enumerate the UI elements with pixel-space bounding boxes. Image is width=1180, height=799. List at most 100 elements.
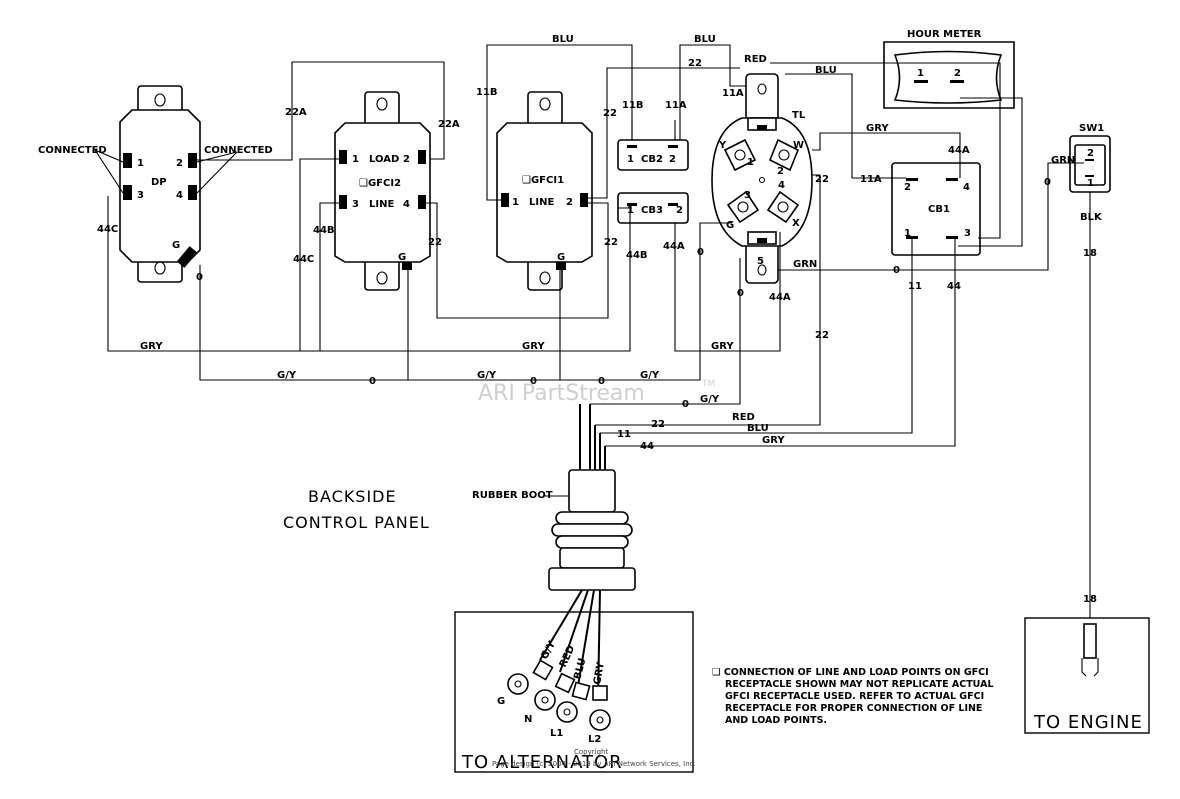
- wire-color-red-harness: RED: [732, 412, 755, 423]
- wire-color-gry-cb1: GRY: [866, 123, 889, 134]
- wire-label-22-top: 22: [688, 58, 702, 69]
- hour-meter-pin-2: 2: [954, 68, 961, 79]
- wire-label-44b-cb3: 44B: [626, 250, 648, 261]
- gfci2-pin-3: 3: [352, 199, 359, 210]
- wire-label-22-mid: 22: [815, 330, 829, 341]
- tl-pin-x: X: [792, 218, 800, 229]
- tl-pin-w: W: [793, 140, 804, 151]
- wire-label-44a-cb1: 44A: [948, 145, 970, 156]
- wire-label-11b-left: 11B: [476, 87, 498, 98]
- connected-left-label: CONNECTED: [38, 145, 107, 156]
- wire-label-44-harness: 44: [640, 441, 654, 452]
- wire-label-22-tl: 22: [815, 174, 829, 185]
- tl-pin-5: 5: [757, 256, 764, 267]
- gfci1-label: ❑GFCI1: [522, 175, 564, 186]
- alt-wire-gy: G/Y: [539, 639, 558, 662]
- cb2-label: CB2: [641, 154, 663, 165]
- wire-label-0-gy-3: 0: [598, 376, 605, 387]
- note-line-1: ❑ CONNECTION OF LINE AND LOAD POINTS ON …: [712, 667, 989, 678]
- wire-label-22-harness: 22: [651, 419, 665, 430]
- alt-lead-g: G: [497, 696, 505, 707]
- gfci1-receptacle: [496, 91, 593, 291]
- wire-label-11-harness: 11: [617, 429, 631, 440]
- connected-right-label: CONNECTED: [204, 145, 273, 156]
- rubber-boot-label: RUBBER BOOT: [472, 490, 553, 501]
- copyright-line-2: Page design (c) 2004 - 2019 by ARI Netwo…: [492, 760, 696, 768]
- wire-color-blu-harness: BLU: [747, 423, 769, 434]
- dp-pin-g: G: [172, 240, 180, 251]
- tl-label: TL: [792, 110, 806, 121]
- note-line-2: RECEPTACLE SHOWN MAY NOT REPLICATE ACTUA…: [725, 679, 994, 690]
- alt-wire-blu: BLU: [572, 657, 588, 681]
- wire-color-gry-3: GRY: [711, 341, 734, 352]
- gfci1-pin-1: 1: [512, 197, 519, 208]
- alt-lead-n: N: [524, 714, 532, 725]
- to-alternator-label: TO ALTERNATOR: [461, 752, 623, 773]
- cb2-pin-2: 2: [669, 154, 676, 165]
- cb2-pin-1: 1: [627, 154, 634, 165]
- gfci2-pin-4: 4: [403, 199, 410, 210]
- rubber-boot: [548, 469, 636, 591]
- title-line-1: BACKSIDE: [308, 487, 397, 506]
- wire-label-44c-right: 44C: [293, 254, 314, 265]
- tl-pin-3: 3: [744, 190, 751, 201]
- alt-lead-l1: L1: [550, 728, 563, 739]
- wire-label-22-gfci2: 22: [428, 237, 442, 248]
- wire-label-0-gy-1: 0: [369, 376, 376, 387]
- wire-label-18-top: 18: [1083, 248, 1097, 259]
- wire-label-22-gfci1-low: 22: [604, 237, 618, 248]
- wire-color-gry-harness: GRY: [762, 435, 785, 446]
- tl-pin-4: 4: [778, 180, 785, 191]
- wire-label-22a-right: 22A: [438, 119, 460, 130]
- tl-pin-2: 2: [777, 166, 784, 177]
- tl-pin-y: Y: [718, 140, 727, 151]
- dp-pin-4: 4: [176, 190, 183, 201]
- watermark-tm: TM: [701, 379, 715, 389]
- cb1-label: CB1: [928, 204, 950, 215]
- wire-color-gy-3: G/Y: [640, 370, 660, 381]
- wire-harness: [107, 44, 1091, 618]
- to-engine-label: TO ENGINE: [1033, 712, 1143, 733]
- wire-color-grn-sw1: GRN: [1051, 155, 1075, 166]
- wire-color-gry-2: GRY: [522, 341, 545, 352]
- gfci2-line-label: LINE: [369, 199, 394, 210]
- wire-label-44a-cb3: 44A: [663, 241, 685, 252]
- wire-label-0-dp: 0: [196, 272, 203, 283]
- dp-receptacle: [119, 85, 201, 283]
- gfci2-pin-g: G: [398, 252, 406, 263]
- title-line-2: CONTROL PANEL: [283, 513, 430, 532]
- wire-label-11-cb1: 11: [908, 281, 922, 292]
- alt-lead-l2: L2: [588, 734, 601, 745]
- gfci2-receptacle: [334, 91, 431, 291]
- gfci2-pin-1: 1: [352, 154, 359, 165]
- wire-color-gy-1: G/Y: [277, 370, 297, 381]
- wire-label-44-cb1: 44: [947, 281, 961, 292]
- gfci2-pin-2: 2: [403, 154, 410, 165]
- tl-pin-1: 1: [747, 157, 754, 168]
- wire-color-gy-4: G/Y: [700, 394, 720, 405]
- gfci2-load-label: LOAD: [369, 154, 399, 165]
- wire-label-18-bottom: 18: [1083, 594, 1097, 605]
- wire-label-0-gy-2: 0: [530, 376, 537, 387]
- wire-label-0-grn: 0: [893, 265, 900, 276]
- cb1-pin-2: 2: [904, 182, 911, 193]
- gfci2-label: ❑GFCI2: [359, 178, 401, 189]
- sw1-switch: [1069, 135, 1111, 193]
- dp-label: DP: [151, 177, 167, 188]
- dp-pin-2: 2: [176, 158, 183, 169]
- alt-wire-red: RED: [558, 644, 578, 669]
- cb3-pin-2: 2: [676, 205, 683, 216]
- sw1-pin-1: 1: [1087, 178, 1094, 189]
- tl-receptacle: [711, 73, 813, 284]
- cb1-pin-3: 3: [964, 228, 971, 239]
- note-line-3: GFCI RECEPTACLE USED. REFER TO ACTUAL GF…: [725, 691, 984, 702]
- wire-color-grn-tl: GRN: [793, 259, 817, 270]
- cb1-breaker: [891, 162, 981, 256]
- hour-meter: [883, 41, 1015, 109]
- wire-color-blu-2: BLU: [694, 34, 716, 45]
- wire-label-11b-cb2: 11B: [622, 100, 644, 111]
- wire-color-gry-1: GRY: [140, 341, 163, 352]
- hour-meter-pin-1: 1: [917, 68, 924, 79]
- cb1-pin-1: 1: [904, 228, 911, 239]
- wire-label-0-sw1: 0: [1044, 177, 1051, 188]
